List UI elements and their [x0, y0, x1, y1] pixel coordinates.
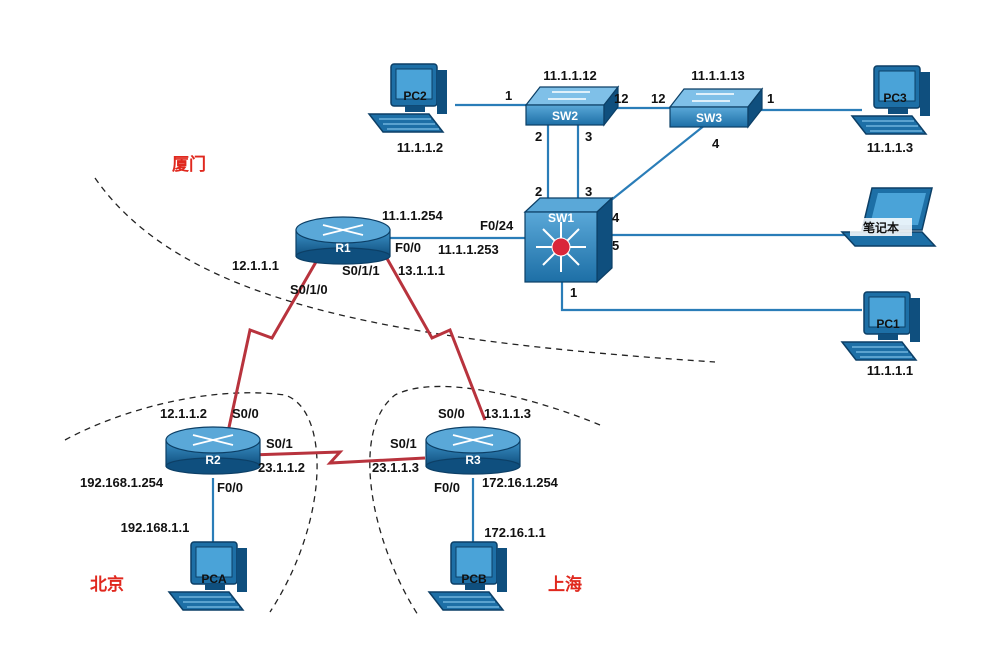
pca-ip: 192.168.1.1 [121, 520, 190, 535]
addr-r1-lan: 11.1.1.254 [382, 208, 443, 223]
pcb-ip: 172.16.1.1 [484, 525, 545, 540]
pc2-ip: 11.1.1.2 [397, 140, 443, 155]
pc2-computer[interactable]: PC2 [368, 63, 448, 133]
router-r1[interactable]: R1 [295, 216, 391, 265]
port-r2-s01: S0/1 [266, 436, 293, 451]
port-r3-f00: F0/0 [434, 480, 460, 495]
pc1-label: PC1 [876, 317, 900, 331]
port-sw2-1: 1 [505, 88, 512, 103]
router-r3[interactable]: R3 [425, 426, 521, 475]
pcb-computer[interactable]: PCB [428, 541, 508, 611]
addr-r2-to-r3: 23.1.1.2 [258, 460, 305, 475]
serial-r2-r3 [249, 450, 426, 465]
port-sw1-5: 5 [612, 238, 619, 253]
xiamen-boundary [94, 177, 716, 363]
laptop-computer[interactable]: 笔记本 [840, 187, 937, 247]
r2-label: R2 [205, 453, 221, 467]
wan-links [226, 254, 487, 465]
pcb-label: PCB [461, 572, 487, 586]
port-r3-s00: S0/0 [438, 406, 465, 421]
region-shanghai: 上海 [548, 574, 582, 595]
port-sw1-3: 3 [585, 184, 592, 199]
port-r2-s00: S0/0 [232, 406, 259, 421]
sw1-multilayer-switch[interactable]: SW1 [523, 196, 614, 284]
lan-links [211, 103, 862, 545]
region-xiamen: 厦门 [172, 154, 206, 175]
pca-computer[interactable]: PCA [168, 541, 248, 611]
pc3-computer[interactable]: PC3 [851, 65, 931, 135]
link-sw3-sw1 [604, 124, 706, 206]
shanghai-boundary [369, 385, 601, 616]
link-sw1-pc1 [560, 275, 862, 312]
pc3-ip: 11.1.1.3 [867, 140, 913, 155]
serial-r1-r3 [383, 254, 487, 421]
port-r2-f00: F0/0 [217, 480, 243, 495]
port-sw1-2: 2 [535, 184, 542, 199]
sw2-switch[interactable]: SW2 [524, 85, 620, 127]
port-sw2-3: 3 [585, 129, 592, 144]
pc3-label: PC3 [883, 91, 907, 105]
sw3-ip: 11.1.1.13 [691, 68, 745, 83]
sw2-ip: 11.1.1.12 [543, 68, 597, 83]
port-sw3-12: 12 [651, 91, 665, 106]
sw3-label: SW3 [696, 111, 722, 125]
addr-r3-to-r2: 23.1.1.3 [372, 460, 419, 475]
port-sw3-4: 4 [712, 136, 720, 151]
port-sw1-f024: F0/24 [480, 218, 514, 233]
beijing-boundary [64, 392, 318, 613]
r1-label: R1 [335, 241, 351, 255]
sw2-label: SW2 [552, 109, 578, 123]
laptop-label: 笔记本 [863, 220, 899, 235]
port-r3-s01: S0/1 [390, 436, 417, 451]
pc1-ip: 11.1.1.1 [867, 363, 913, 378]
sw1-label: SW1 [548, 211, 574, 225]
port-r1-f00: F0/0 [395, 240, 421, 255]
addr-r2-lan: 192.168.1.254 [80, 475, 164, 490]
addr-r1-to-r2: 12.1.1.1 [232, 258, 279, 273]
pc2-label: PC2 [403, 89, 427, 103]
port-r1-s010: S0/1/0 [290, 282, 328, 297]
addr-r1-to-r3: 13.1.1.1 [398, 263, 445, 278]
serial-r1-r2 [226, 254, 322, 433]
r3-label: R3 [465, 453, 481, 467]
port-sw1-4: 4 [612, 210, 620, 225]
addr-sw1-vlan: 11.1.1.253 [438, 242, 499, 257]
pc1-computer[interactable]: PC1 [841, 291, 921, 361]
port-sw1-1: 1 [570, 285, 577, 300]
port-r1-s011: S0/1/1 [342, 263, 380, 278]
port-sw3-1: 1 [767, 91, 774, 106]
sw1-status-dot [551, 237, 571, 257]
addr-r3-lan: 172.16.1.254 [482, 475, 559, 490]
pca-label: PCA [201, 572, 227, 586]
port-sw2-12: 12 [614, 91, 628, 106]
addr-r2-to-r1: 12.1.1.2 [160, 406, 207, 421]
region-beijing: 北京 [90, 574, 124, 595]
sw3-switch[interactable]: SW3 [668, 87, 764, 129]
router-r2[interactable]: R2 [165, 426, 261, 475]
port-sw2-2: 2 [535, 129, 542, 144]
addr-r3-to-r1: 13.1.1.3 [484, 406, 531, 421]
